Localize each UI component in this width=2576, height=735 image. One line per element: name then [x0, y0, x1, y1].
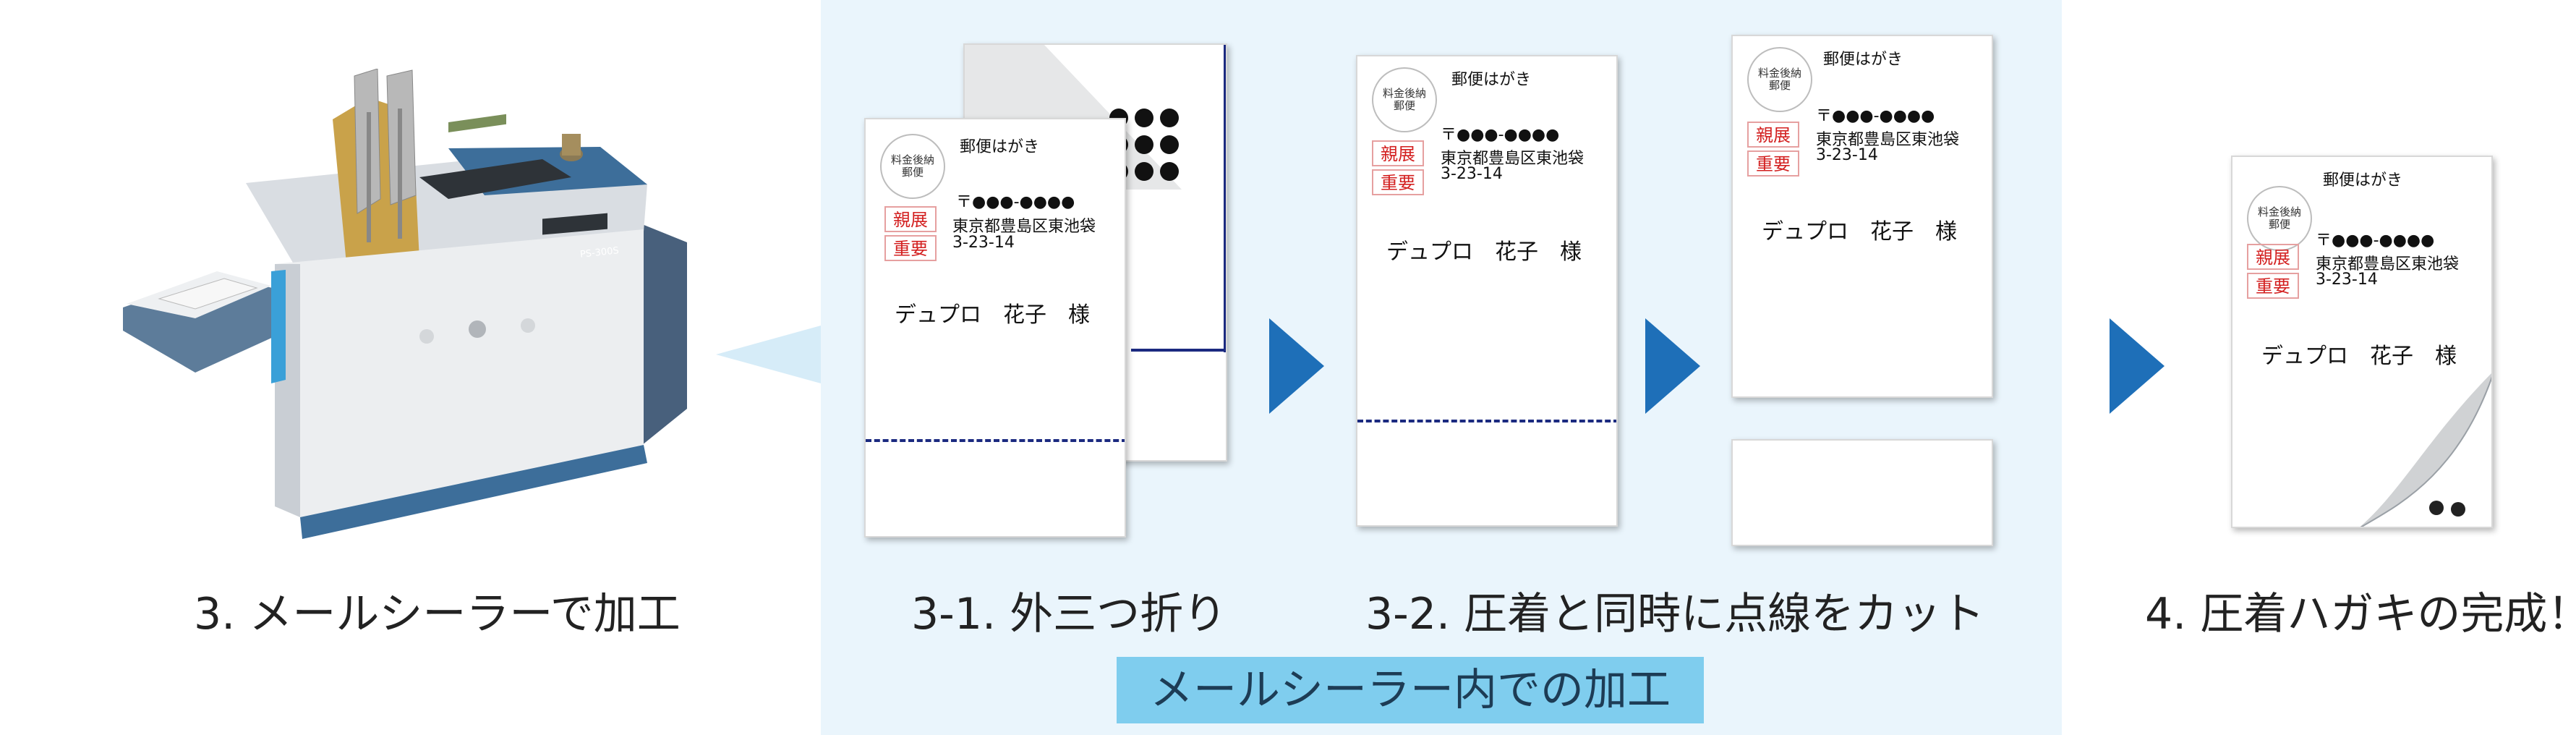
step-machine-caption: 3. メールシーラーで加工 — [194, 589, 681, 640]
postage-stamp: 料金後納郵便 — [1747, 47, 1812, 112]
address-dot — [1160, 135, 1179, 154]
postage-stamp: 料金後納郵便 — [880, 134, 945, 199]
postal-code: 〒●●●-●●●● — [956, 193, 1075, 211]
postcard-title: 郵便はがき — [1823, 51, 1903, 69]
postcard-after-cut: 料金後納郵便 郵便はがき 〒●●●-●●●● 東京都豊島区東池袋 3-23-14… — [1731, 35, 1993, 398]
postcard-title: 郵便はがき — [1451, 71, 1532, 89]
address-line1: 東京都豊島区東池袋 — [1816, 131, 1960, 149]
postage-stamp: 料金後納郵便 — [1372, 67, 1437, 132]
inner-process-label: メールシーラー内での加工 — [1117, 657, 1704, 723]
postcard-title: 郵便はがき — [2323, 171, 2403, 190]
postcard-title: 郵便はがき — [960, 138, 1040, 156]
arrow-right-icon — [1645, 318, 1700, 414]
cut-off-strip — [1731, 439, 1993, 546]
address-dot — [1160, 162, 1179, 181]
important-stamp: 重要 — [884, 235, 937, 261]
arrow-right-icon — [1269, 318, 1324, 414]
mail-sealer-machine: PS-300S — [108, 68, 709, 546]
postal-code: 〒●●●-●●●● — [1816, 107, 1935, 125]
confidential-stamp: 親展 — [884, 206, 937, 232]
confidential-stamp: 親展 — [1747, 122, 1799, 148]
address-line1: 東京都豊島区東池袋 — [2316, 255, 2460, 273]
address-dot — [1135, 109, 1153, 127]
recipient-name: デュプロ 花子 様 — [1762, 219, 1957, 245]
finished-postcard: 料金後納郵便 郵便はがき 〒●●●-●●●● 東京都豊島区東池袋 3-23-14… — [2231, 156, 2493, 528]
address-dot — [1135, 135, 1153, 154]
postage-stamp: 料金後納郵便 — [2247, 186, 2312, 251]
confidential-stamp: 親展 — [1372, 140, 1424, 166]
arrow-right-icon — [2110, 318, 2165, 414]
address-line2: 3-23-14 — [952, 234, 1015, 252]
postcard-fold-front: 料金後納郵便 郵便はがき 〒●●●-●●●● 東京都豊島区東池袋 3-23-14… — [864, 118, 1126, 538]
address-dot — [1160, 109, 1179, 127]
important-stamp: 重要 — [1372, 169, 1424, 195]
cut-dashed-line — [1357, 420, 1616, 422]
address-line2: 3-23-14 — [2316, 271, 2378, 289]
fold-dashed-line-back — [1131, 349, 1226, 352]
confidential-stamp: 親展 — [2247, 244, 2299, 270]
mail-sealer-illustration — [123, 68, 687, 539]
address-line2: 3-23-14 — [1441, 165, 1503, 183]
step-done-caption: 4. 圧着ハガキの完成！ — [2145, 589, 2576, 640]
step-fold-caption: 3-1. 外三つ折り — [911, 589, 1227, 640]
postal-code: 〒●●●-●●●● — [1441, 126, 1560, 144]
peel-corner — [2360, 373, 2491, 527]
step-cut-caption: 3-2. 圧着と同時に点線をカット — [1365, 589, 1985, 640]
postal-code: 〒●●●-●●●● — [2316, 231, 2435, 250]
important-stamp: 重要 — [1747, 150, 1799, 177]
fold-dashed-line — [866, 439, 1125, 442]
address-line1: 東京都豊島区東池袋 — [1441, 150, 1585, 168]
address-line1: 東京都豊島区東池袋 — [952, 218, 1096, 236]
recipient-name: デュプロ 花子 様 — [1386, 239, 1582, 265]
recipient-name: デュプロ 花子 様 — [2261, 344, 2457, 369]
address-line2: 3-23-14 — [1816, 146, 1878, 164]
important-stamp: 重要 — [2247, 273, 2299, 299]
postcard-cut-stage: 料金後納郵便 郵便はがき 〒●●●-●●●● 東京都豊島区東池袋 3-23-14… — [1356, 55, 1618, 527]
recipient-name: デュプロ 花子 様 — [895, 302, 1090, 328]
callout-pointer — [716, 326, 821, 383]
address-dot — [1135, 162, 1153, 181]
